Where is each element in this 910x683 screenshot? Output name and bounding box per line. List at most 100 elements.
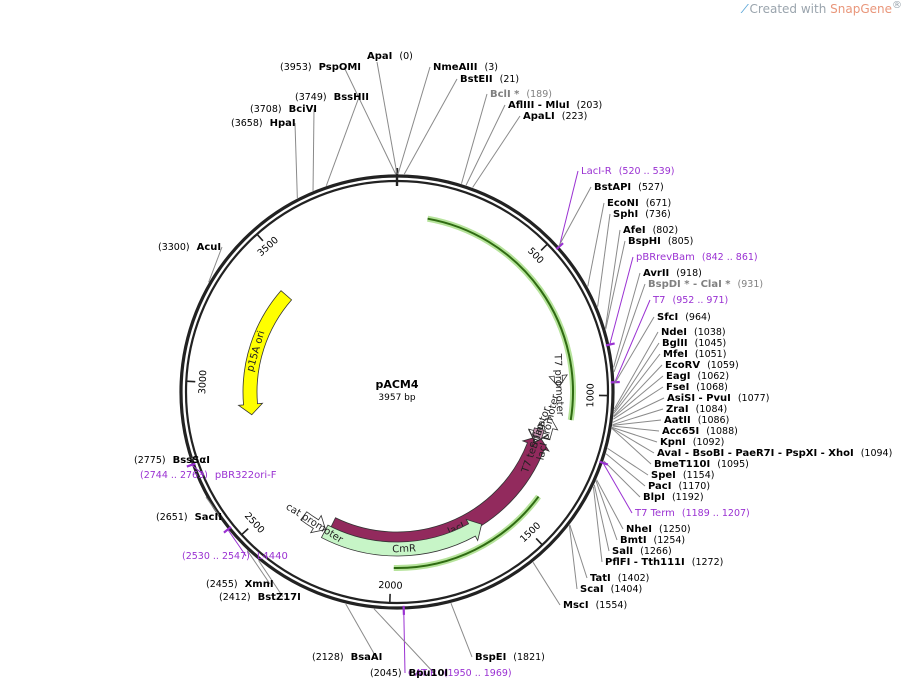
site-label-bmti-36[interactable]: BmtI(1254) <box>620 535 685 546</box>
site-label-spei-31[interactable]: SpeI(1154) <box>651 470 714 481</box>
site-label-pbrrevbam-13[interactable]: pBRrevBam(842 .. 861) <box>636 252 758 263</box>
site-position: (1086) <box>698 415 730 426</box>
site-label-sali-37[interactable]: SalI(1266) <box>612 546 672 557</box>
site-position: (527) <box>638 182 664 193</box>
site-label-ndei-18[interactable]: NdeI(1038) <box>661 327 726 338</box>
site-label-t7-term-34[interactable]: T7 Term(1189 .. 1207) <box>634 508 750 519</box>
site-label-bstz17i-46[interactable]: (2412)BstZ17I <box>219 592 301 603</box>
site-label-bsteii-3[interactable]: BstEII(21) <box>460 74 519 85</box>
site-label-hpai-53[interactable]: (3658)HpaI <box>231 118 296 129</box>
site-label-cat-r-43[interactable]: CAT-R(1950 .. 1969) <box>408 668 512 679</box>
site-label-avai-bsobi-paer7i-pspxi-xhoi-29[interactable]: AvaI - BsoBI - PaeR7I - PspXI - XhoI(109… <box>657 448 892 459</box>
site-label-paci-32[interactable]: PacI(1170) <box>648 481 710 492</box>
site-position: (3749) <box>295 92 327 103</box>
site-label-pflfi-tth111i-38[interactable]: PflFI - Tth111I(1272) <box>605 557 723 568</box>
site-label-sacii-49[interactable]: (2651)SacII <box>156 512 222 523</box>
tick-label-2000: 2000 <box>378 580 403 592</box>
site-label-nhei-35[interactable]: NheI(1250) <box>626 524 691 535</box>
site-label-bsss-i-51[interactable]: (2775)BssSαI <box>134 455 210 466</box>
site-label-scai-40[interactable]: ScaI(1404) <box>580 584 642 595</box>
site-label-bspdi-clai-15[interactable]: BspDI * - ClaI *(931) <box>648 279 763 290</box>
site-position: (3953) <box>280 62 312 73</box>
feature-t7-promoter <box>548 374 568 388</box>
site-label-zrai-25[interactable]: ZraI (1084) <box>666 404 727 415</box>
site-name: BlpI <box>643 492 665 503</box>
site-label-blpi-33[interactable]: BlpI (1192) <box>643 492 704 503</box>
site-name: pBRrevBam <box>636 252 695 263</box>
site-label-fsei-23[interactable]: FseI(1068) <box>666 382 728 393</box>
primer-mark-pbrrevbam <box>605 342 615 347</box>
site-position: (1038) <box>694 327 726 338</box>
site-position: (3) <box>484 62 497 73</box>
site-label-bsphi-12[interactable]: BspHI(805) <box>628 236 693 247</box>
site-label-bglii-19[interactable]: BglII(1045) <box>662 338 726 349</box>
leader-avrii-14 <box>613 272 641 368</box>
site-label-pspomi-1[interactable]: (3953)PspOMI <box>280 62 361 73</box>
site-name: AvrII <box>643 268 669 279</box>
site-label-kpni-28[interactable]: KpnI(1092) <box>660 437 724 448</box>
site-label-acc65i-27[interactable]: Acc65I(1088) <box>662 426 738 437</box>
leader-spei-31 <box>607 447 649 476</box>
leader-bstapi-8 <box>558 186 592 247</box>
site-label-tati-39[interactable]: TatI(1402) <box>590 573 649 584</box>
site-position: (1192) <box>672 492 704 503</box>
site-position: (1084) <box>696 404 728 415</box>
leader-nmeaiii-2 <box>397 66 431 175</box>
site-label-asisi-pvui-24[interactable]: AsiSI - PvuI(1077) <box>667 393 769 404</box>
leader-sfci-17 <box>614 316 655 384</box>
site-label-bcli-4[interactable]: BclI *(189) <box>490 89 552 100</box>
site-label-afei-11[interactable]: AfeI(802) <box>623 225 678 236</box>
site-label-bcivi-54[interactable]: (3708)BciVI <box>250 104 317 115</box>
site-name: AcuI <box>197 242 222 253</box>
site-label-bspei-42[interactable]: BspEI(1821) <box>475 652 545 663</box>
plasmid-name: pACM4 <box>375 378 418 391</box>
site-label-aatii-26[interactable]: AatII(1086) <box>664 415 729 426</box>
leader-bsss-i-51 <box>189 457 199 461</box>
site-name: CAT-R <box>408 668 437 679</box>
leader-pflfi-tth111i-38 <box>592 486 603 563</box>
site-label-msci-41[interactable]: MscI(1554) <box>563 600 627 611</box>
site-label-sfci-17[interactable]: SfcI(964) <box>657 312 711 323</box>
site-name: BclI * <box>490 89 520 100</box>
site-name: PacI <box>648 481 671 492</box>
site-position: (1094) <box>861 448 893 459</box>
site-label-mfei-20[interactable]: MfeI(1051) <box>663 349 726 360</box>
leader-bspdi-clai-15 <box>613 283 646 373</box>
site-name: MscI <box>563 600 589 611</box>
leader-bcivi-54 <box>312 108 315 191</box>
leader-zrai-25 <box>612 408 664 426</box>
site-label-econi-9[interactable]: EcoNI(671) <box>607 198 671 209</box>
leader-bsteii-3 <box>403 78 458 175</box>
site-label-l4440-48[interactable]: (2530 .. 2547)L4440 <box>182 551 288 562</box>
leader-fsei-23 <box>613 386 664 420</box>
site-name: BstEII <box>460 74 493 85</box>
leader-nhei-35 <box>596 479 624 530</box>
site-label-avrii-14[interactable]: AvrII(918) <box>643 268 702 279</box>
site-label-bsaai-45[interactable]: (2128)BsaAI <box>312 652 382 663</box>
leader-econi-9 <box>587 202 605 287</box>
site-name: ZraI <box>666 404 689 415</box>
site-label-nmeaiii-2[interactable]: NmeAIII(3) <box>433 62 498 73</box>
site-label-bsshii-55[interactable]: (3749)BssHII <box>295 92 369 103</box>
leader-bsaai-45 <box>345 603 377 658</box>
feature-label-t7-promoter: T7 promoter <box>551 353 565 417</box>
site-label-t7-16[interactable]: T7(952 .. 971) <box>652 295 728 306</box>
site-label-bmet110i-30[interactable]: BmeT110I(1095) <box>654 459 749 470</box>
site-position: (1266) <box>640 546 672 557</box>
site-label-pbr322ori-f-50[interactable]: (2744 .. 2763)pBR322ori-F <box>140 470 277 481</box>
site-label-bstapi-8[interactable]: BstAPI(527) <box>594 182 664 193</box>
site-label-acui-52[interactable]: (3300)AcuI <box>158 242 221 253</box>
site-label-apai-0[interactable]: ApaI(0) <box>367 51 413 62</box>
site-label-eagi-22[interactable]: EagI(1062) <box>666 371 729 382</box>
site-label-ecorv-21[interactable]: EcoRV(1059) <box>665 360 739 371</box>
site-label-sphi-10[interactable]: SphI(736) <box>613 209 671 220</box>
feature-t7-terminator <box>528 428 550 443</box>
site-label-afliii-mlui-5[interactable]: AflIII - MluI(203) <box>508 100 602 111</box>
site-label-laci-r-7[interactable]: LacI-R(520 .. 539) <box>581 166 674 177</box>
feature-cmr <box>320 518 483 557</box>
leader-xmni-47 <box>246 550 271 585</box>
site-label-xmni-47[interactable]: (2455)XmnI <box>206 579 274 590</box>
leader-avai-bsobi-paer7i-pspxi-xhoi-29 <box>611 427 655 454</box>
site-label-apali-6[interactable]: ApaLI(223) <box>523 111 587 122</box>
site-label-bpu10i-44[interactable]: (2045)Bpu10I <box>370 668 448 679</box>
